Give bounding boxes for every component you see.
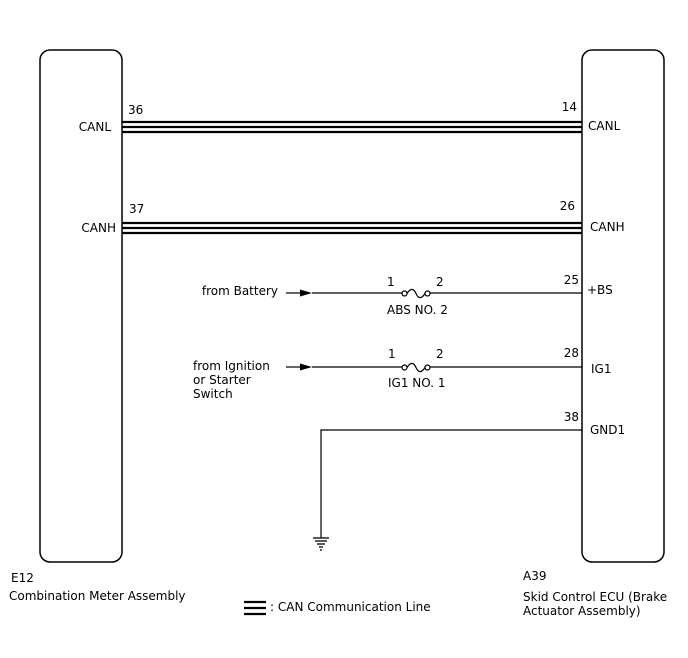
ignition-arrow-icon <box>300 363 312 371</box>
legend: : CAN Communication Line <box>244 599 464 619</box>
pin-number-38: 38 <box>564 410 579 424</box>
canl-bus-line <box>122 120 582 134</box>
pin-number-25: 25 <box>564 273 579 287</box>
source-ignition-line1: from Ignition <box>193 359 270 373</box>
source-battery-label: from Battery <box>202 284 278 298</box>
skid-control-ecu-box <box>581 49 665 563</box>
right-connector-name-line1: Skid Control ECU (Brake <box>523 590 667 604</box>
pin-number-37: 37 <box>129 202 144 216</box>
fuse-abs-no2-icon <box>401 288 431 299</box>
fuse-ig1-pin-1: 1 <box>388 347 396 361</box>
fuse-abs-pin-1: 1 <box>387 275 395 289</box>
pin-signal-canl-right: CANL <box>588 119 621 133</box>
ground-icon <box>313 537 329 551</box>
fuse-ig1-name: IG1 NO. 1 <box>388 376 446 390</box>
canh-bus-line <box>122 221 582 235</box>
fuse-ig1-pin-2: 2 <box>436 347 444 361</box>
gnd1-wire <box>320 429 582 538</box>
right-connector-name-line2: Actuator Assembly) <box>523 604 641 618</box>
pin-signal-ig1: IG1 <box>591 362 611 376</box>
fuse-ig1-no1-icon <box>401 362 431 373</box>
left-connector-name: Combination Meter Assembly <box>9 589 186 603</box>
source-ignition-line2: or Starter <box>193 373 251 387</box>
source-ignition-line3: Switch <box>193 387 233 401</box>
pin-number-26: 26 <box>560 199 575 213</box>
pin-signal-canh-left: CANH <box>81 221 116 235</box>
pin-signal-gnd1: GND1 <box>590 423 625 437</box>
battery-arrow-icon <box>300 289 312 297</box>
fuse-abs-name: ABS NO. 2 <box>387 303 448 317</box>
can-line-legend-icon <box>244 600 266 616</box>
pin-signal-bs: +BS <box>587 283 613 297</box>
left-connector-code: E12 <box>11 571 34 585</box>
pin-number-36: 36 <box>128 103 143 117</box>
pin-signal-canh-right: CANH <box>590 220 625 234</box>
pin-signal-canl-left: CANL <box>79 120 112 134</box>
right-connector-code: A39 <box>523 569 546 583</box>
can-line-legend-label: : CAN Communication Line <box>270 600 431 614</box>
pin-number-14: 14 <box>562 100 577 114</box>
combination-meter-box <box>39 49 123 563</box>
pin-number-28: 28 <box>564 346 579 360</box>
fuse-abs-pin-2: 2 <box>436 275 444 289</box>
